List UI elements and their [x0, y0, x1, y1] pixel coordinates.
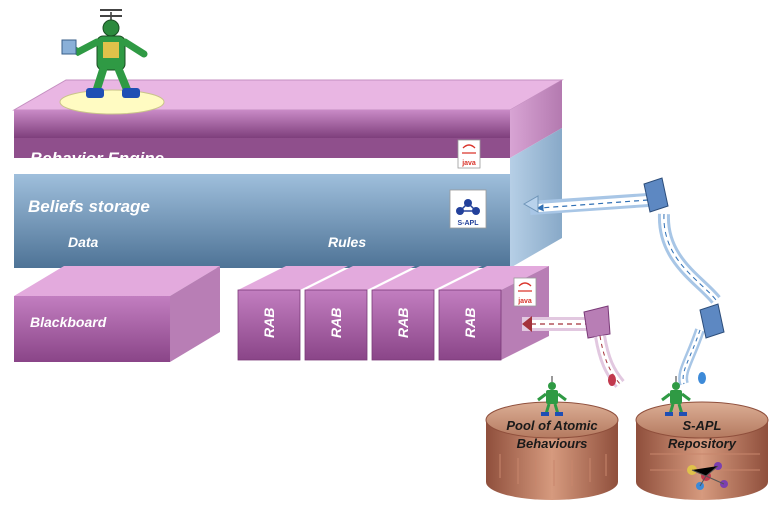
atomic-behaviours-pipe	[522, 305, 625, 388]
beliefs-storage-layer: Beliefs storage Data Rules S-APL	[14, 128, 562, 268]
sapl-repository: S-APL Repository	[635, 376, 769, 500]
rab-label: RAB	[261, 308, 277, 338]
agent-figure-icon	[59, 9, 165, 115]
pool-label-line2: Behaviours	[517, 436, 588, 451]
sapl-repo-label-line1: S-APL	[683, 418, 722, 433]
sapl-badge: S-APL	[449, 189, 487, 229]
molecule-icon	[687, 462, 728, 490]
java-badge-top: java	[457, 139, 481, 169]
rab-label: RAB	[462, 308, 478, 338]
blackboard-block: Blackboard	[14, 266, 220, 362]
java-badge-top-label: java	[461, 160, 476, 167]
sapl-repo-label-line2: Repository	[668, 436, 737, 451]
agent-small-icon	[661, 376, 691, 416]
java-badge-rab: java	[513, 277, 537, 307]
rab-label: RAB	[328, 308, 344, 338]
sapl-badge-label: S-APL	[458, 220, 480, 227]
sapl-repository-pipe	[522, 177, 725, 386]
java-badge-rab-label: java	[517, 298, 532, 305]
pool-label-line1: Pool of Atomic	[506, 418, 598, 433]
rab-block: RAB	[304, 266, 415, 361]
sapl-document-icon	[643, 177, 725, 339]
rab-label: RAB	[395, 308, 411, 338]
rab-block: RAB	[438, 266, 549, 361]
pool-of-atomic-behaviours-repository: Pool of Atomic Behaviours	[485, 376, 619, 500]
rab-block: RAB	[371, 266, 482, 361]
agent-small-icon	[537, 376, 567, 416]
beliefs-storage-label: Beliefs storage	[28, 197, 150, 216]
rules-label: Rules	[328, 234, 366, 250]
rab-block: RAB	[237, 266, 348, 361]
blackboard-label: Blackboard	[30, 314, 107, 330]
behavior-engine-label: Behavior Engine	[30, 149, 164, 168]
data-label: Data	[68, 234, 99, 250]
